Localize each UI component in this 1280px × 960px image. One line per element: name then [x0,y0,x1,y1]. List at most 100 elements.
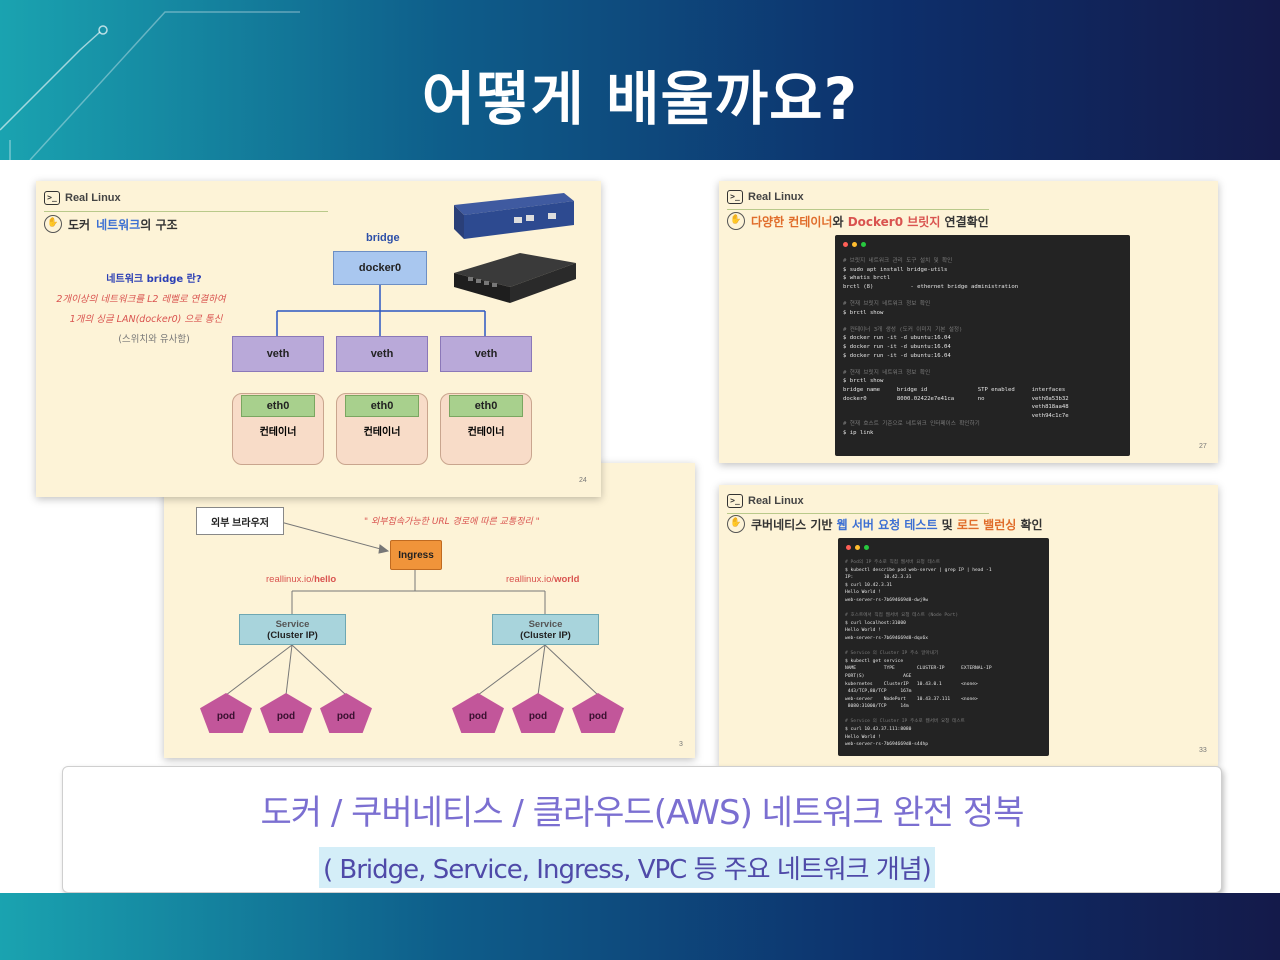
container-label: 컨테이너 [363,427,401,438]
veth-box: veth [440,336,532,372]
terminal-line: brctl (8) - ethernet bridge administrati… [843,283,1019,290]
terminal-line: veth94c1c7e [843,412,1069,419]
window-controls [843,242,866,247]
terminal-line: $ kubectl get service [845,658,904,664]
terminal-line: # 현재 호스트 기준으로 네트워크 인터페이스 확인하기 [843,421,980,428]
slide-k8s-ingress: 외부 브라우저 " 외부접속가능한 URL 경로에 따른 교통정리 " Ingr… [164,463,695,758]
terminal-line: # 컨테이너 3개 생성 (도커 이미지 기본 설정) [843,326,963,333]
ingress-box: Ingress [390,540,442,570]
hand-icon: ✋ [44,215,62,233]
terminal-line: bridge name bridge id STP enabled interf… [843,386,1066,393]
terminal-line: docker0 8000.02422e7e41ca no veth0a53b32 [843,395,1069,402]
window-controls [846,545,869,550]
terminal-line: # Pod의 IP 주소로 직접 웹서버 요청 테스트 [845,560,941,565]
terminal-line: $ curl 10.42.3.31 [845,582,893,588]
circuit-decoration [0,11,300,160]
terminal-line: # 브릿지 네트워크 관리 도구 설치 및 확인 [843,258,953,264]
page-number: 27 [1199,443,1207,450]
terminal-line: web-server NodePort 10.43.37.111 <none> [845,696,978,702]
terminal-line: $ kubectl describe pod web-server | grep… [845,567,992,573]
terminal-line: $ sudo apt install bridge-utils [843,266,948,273]
terminal-line: $ brctl show [843,378,884,385]
terminal-line: NAME TYPE CLUSTER-IP EXTERNAL-IP [845,666,992,672]
terminal-line: web-server-rs-7b694669d8-dqx6x [845,635,928,641]
logo-text: Real Linux [748,191,804,203]
switch-illustration [454,253,576,303]
terminal-line: Hello World ! [845,590,881,596]
terminal-output: # 브릿지 네트워크 관리 도구 설치 및 확인 $ sudo apt insta… [843,257,1069,437]
course-subtitle: ( Bridge, Service, Ingress, VPC 등 주요 네트워… [319,847,935,888]
docker0-box: docker0 [333,251,427,285]
page-title: 어떻게 배울까요? [421,65,859,133]
terminal-line: IP: 10.42.3.31 [845,575,912,581]
note-line: 1개의 싱글 LAN(docker0) 으로 통신 [69,314,223,325]
logo-text: Real Linux [65,192,121,204]
logo-text: Real Linux [748,495,804,507]
eth0-box: eth0 [345,395,419,417]
page-number: 3 [679,741,683,748]
note-title: 네트워크 bridge 란? [106,274,202,285]
terminal-line: web-server-rs-7b694669d8-s44hp [845,742,928,748]
terminal-line: $ curl 10.43.37.111:8080 [845,727,912,733]
page-number: 33 [1199,747,1207,754]
slide-title: ✋ 쿠버네티스 기반 웹 서버 요청 테스트 및 로드 밸런싱 확인 [727,515,1043,533]
note-line: (스위치와 유사함) [118,334,190,345]
terminal-line [845,643,992,651]
veth-box: veth [232,336,324,372]
note-line: 2개이상의 네트워크를 L2 레벨로 연결하여 [56,294,226,305]
terminal-line: 8080:31000/TCP 14m [845,704,909,710]
hand-icon: ✋ [727,212,745,230]
url-hello: reallinux.io/hello [266,574,337,585]
terminal-icon: >_ [44,191,60,205]
eth0-box: eth0 [449,395,523,417]
slide-logo: >_ Real Linux [727,494,804,508]
terminal-icon: >_ [727,190,743,204]
veth-box: veth [336,336,428,372]
container-label: 컨테이너 [467,427,505,438]
page-number: 24 [579,477,587,484]
terminal-line: $ docker run -it -d ubuntu:16.04 [843,335,951,342]
terminal-line [843,291,1069,300]
hand-icon: ✋ [727,515,745,533]
terminal-line: PORT(S) AGE [845,673,912,679]
terminal-window: # 브릿지 네트워크 관리 도구 설치 및 확인 $ sudo apt insta… [835,235,1130,456]
course-summary-box: 도커 / 쿠버네티스 / 클라우드(AWS) 네트워크 완전 정복 ( Brid… [62,766,1222,893]
slide-docker0-bridge: >_ Real Linux ✋ 다양한 컨테이너 와 Docker0 브릿지 연… [719,181,1218,463]
terminal-line: # 현재 브릿지 네트워크 정보 확인 [843,300,931,307]
service-box-world: Service (Cluster IP) [492,614,599,645]
container-label: 컨테이너 [259,427,297,438]
slide-k8s-webserver: >_ Real Linux ✋ 쿠버네티스 기반 웹 서버 요청 테스트 및 로… [719,485,1218,766]
terminal-line: $ whatis brctl [843,275,891,282]
terminal-line: $ docker run -it -d ubuntu:16.04 [843,352,951,359]
terminal-line: Hello World ! [845,628,881,634]
terminal-line: 443/TCP,80/TCP 167m [845,689,912,695]
browser-box: 외부 브라우저 [196,507,284,535]
bridge-connectors [276,285,486,336]
ingress-connectors [225,520,599,696]
terminal-line: # Service 의 Cluster IP 주소로 웹서버 요청 테스트 [845,719,965,725]
terminal-line: Hello World ! [845,734,881,740]
terminal-line: veth818aa48 [843,404,1069,411]
bridge-label: bridge [366,232,400,244]
url-world: reallinux.io/world [506,574,580,585]
router-illustration [454,193,574,239]
terminal-icon: >_ [727,494,743,508]
terminal-line: kubernetes ClusterIP 10.43.0.1 <none> [845,681,978,687]
terminal-line: $ curl localhost:31000 [845,620,906,626]
slide-title: ✋ 다양한 컨테이너 와 Docker0 브릿지 연결확인 [727,212,989,230]
terminal-line [843,317,1069,326]
course-headline: 도커 / 쿠버네티스 / 클라우드(AWS) 네트워크 완전 정복 [260,793,1024,833]
footer-banner [0,893,1280,960]
ingress-quote: " 외부접속가능한 URL 경로에 따른 교통정리 " [364,517,540,527]
header-banner: 어떻게 배울까요? [0,0,1280,160]
terminal-line: web-server-rs-7b694669d8-dwj9w [845,597,928,603]
terminal-line: $ docker run -it -d ubuntu:16.04 [843,343,951,350]
terminal-output: # Pod의 IP 주소로 직접 웹서버 요청 테스트 $ kubectl des… [845,559,992,749]
terminal-window: # Pod의 IP 주소로 직접 웹서버 요청 테스트 $ kubectl des… [838,538,1049,756]
terminal-line: # 현재 브릿지 네트워크 정보 확인 [843,369,931,376]
terminal-line: # 호스트에서 직접 웹서버 요청 테스트 (Node Port) [845,613,959,619]
terminal-line [845,711,992,719]
service-box-hello: Service (Cluster IP) [239,614,346,645]
